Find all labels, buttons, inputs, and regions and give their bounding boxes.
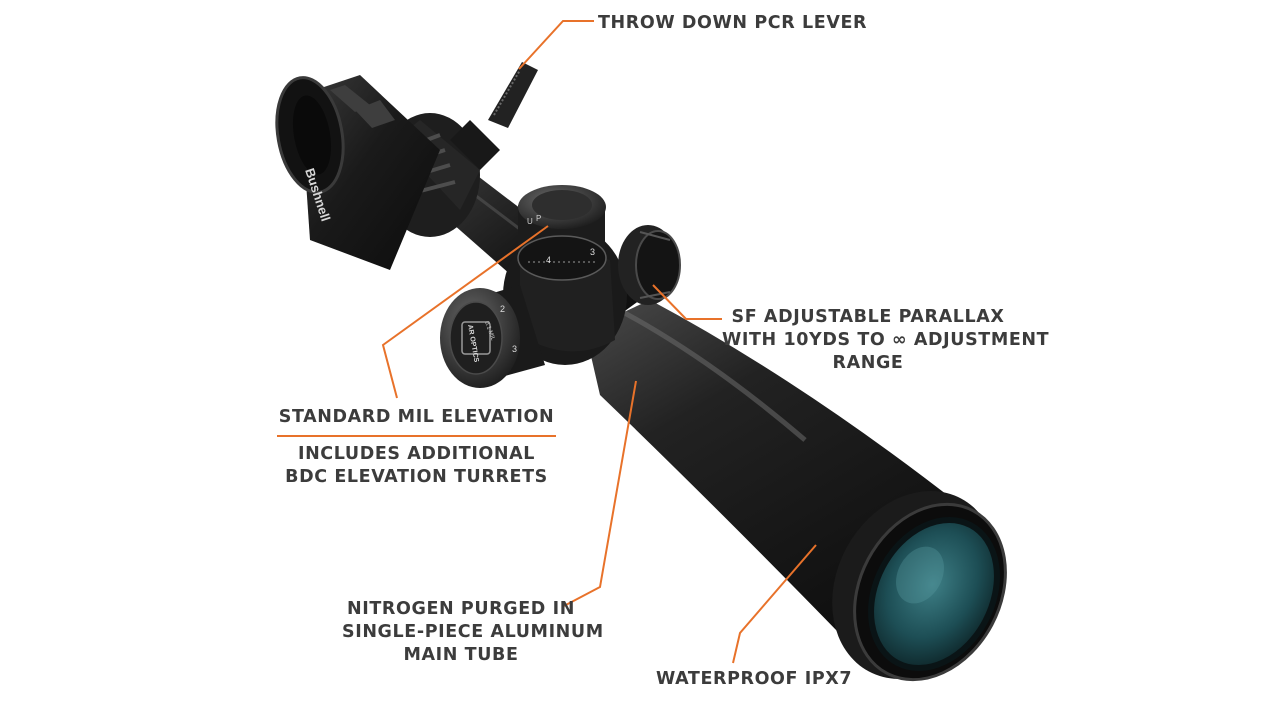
windage-mark-3: 3 xyxy=(512,344,517,354)
callout-elevation-detail: INCLUDES ADDITIONAL BDC ELEVATION TURRET… xyxy=(277,443,556,489)
callout-parallax-line2: WITH 10YDS TO ∞ ADJUSTMENT xyxy=(722,330,1050,350)
eyepiece xyxy=(275,75,440,270)
turret-mark-u: U xyxy=(527,217,533,226)
callout-waterproof: WATERPROOF IPX7 xyxy=(656,668,852,691)
leader-line-elevation xyxy=(381,225,549,399)
parallax-turret xyxy=(618,225,681,305)
callout-parallax: SF ADJUSTABLE PARALLAX WITH 10YDS TO ∞ A… xyxy=(722,306,1050,375)
callout-parallax-line1: SF ADJUSTABLE PARALLAX xyxy=(731,307,1005,327)
windage-mark-2: 2 xyxy=(500,304,505,314)
callout-parallax-line3: RANGE xyxy=(832,353,904,373)
elevation-turret xyxy=(517,185,607,281)
callout-elevation-line2: BDC ELEVATION TURRETS xyxy=(285,467,548,487)
turret-mark-p: P xyxy=(536,214,541,223)
callout-main-tube-line1: NITROGEN PURGED IN xyxy=(347,599,575,619)
leader-line-pcr xyxy=(518,20,594,70)
callout-pcr-lever: THROW DOWN PCR LEVER xyxy=(598,12,867,35)
callout-main-tube-line2: SINGLE-PIECE ALUMINUM xyxy=(342,622,604,642)
pcr-lever xyxy=(450,62,538,170)
leader-line-waterproof xyxy=(732,544,817,664)
callout-pcr-lever-text: THROW DOWN PCR LEVER xyxy=(598,13,868,33)
callout-main-tube: NITROGEN PURGED IN SINGLE-PIECE ALUMINUM… xyxy=(342,598,604,667)
objective-lens xyxy=(868,516,1000,672)
callout-elevation-line1: INCLUDES ADDITIONAL xyxy=(297,444,536,464)
callout-waterproof-text: WATERPROOF IPX7 xyxy=(656,669,853,689)
turret-mark-3: 3 xyxy=(590,247,595,257)
callout-main-tube-line3: MAIN TUBE xyxy=(403,645,519,665)
leader-line-main-tube xyxy=(561,380,637,608)
leader-line-parallax xyxy=(652,284,722,320)
callout-elevation-divider xyxy=(277,435,556,437)
callout-elevation-title-text: STANDARD MIL ELEVATION xyxy=(278,407,555,427)
callout-elevation-title: STANDARD MIL ELEVATION xyxy=(277,406,556,429)
windage-turret xyxy=(440,285,545,388)
turret-mark-4: 4 xyxy=(546,255,551,265)
